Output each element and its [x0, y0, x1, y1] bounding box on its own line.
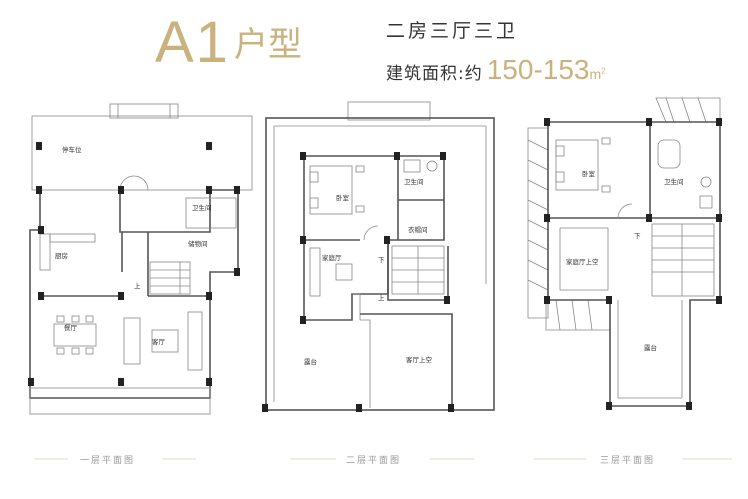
stair-up-1: 上: [134, 281, 141, 290]
floor-1-caption: 一层平面图: [80, 456, 136, 466]
floor-3-plan: 卧室 卫生间 下 家庭厅上空 露台: [527, 97, 722, 410]
floor-2-plan: 卧室 卫生间 衣帽间 家庭厅 下 上 露台 客厅上空: [262, 101, 495, 412]
room-bedroom-2: 卧室: [336, 193, 350, 202]
room-dining: 餐厅: [64, 323, 78, 332]
layout-type: 二房三厅三卫: [386, 20, 519, 42]
area-value: 150-153: [486, 54, 590, 85]
room-family: 家庭厅: [322, 253, 342, 262]
floor-1-plan: 停车位 卫生间 储物间 厨房 上 餐厅 客厅: [28, 103, 253, 415]
room-family-void: 家庭厅上空: [566, 257, 599, 266]
stair-down-3: 下: [634, 232, 641, 240]
room-bath-2: 卫生间: [404, 177, 424, 186]
room-parking: 停车位: [62, 145, 82, 154]
room-bath-1: 卫生间: [192, 203, 212, 212]
room-bedroom-3: 卧室: [582, 169, 596, 178]
room-living-void: 客厅上空: [406, 355, 433, 364]
area-unit: m2: [589, 66, 606, 82]
room-bath-3: 卫生间: [664, 177, 684, 186]
plan-suffix: 户型: [233, 26, 302, 64]
room-terrace-2: 露台: [304, 357, 317, 366]
room-terrace-3: 露台: [644, 343, 657, 352]
floor-2-caption: 二层平面图: [346, 456, 402, 466]
room-living: 客厅: [152, 337, 166, 346]
room-closet: 衣帽间: [408, 225, 428, 234]
stair-up-2: 上: [378, 293, 385, 302]
stair-down-2: 下: [378, 256, 385, 264]
room-storage: 储物间: [188, 239, 208, 248]
room-kitchen: 厨房: [55, 251, 68, 260]
floor-3-caption: 三层平面图: [600, 456, 656, 466]
area-label: 建筑面积:约: [386, 64, 483, 84]
plan-code: A1: [155, 10, 230, 75]
